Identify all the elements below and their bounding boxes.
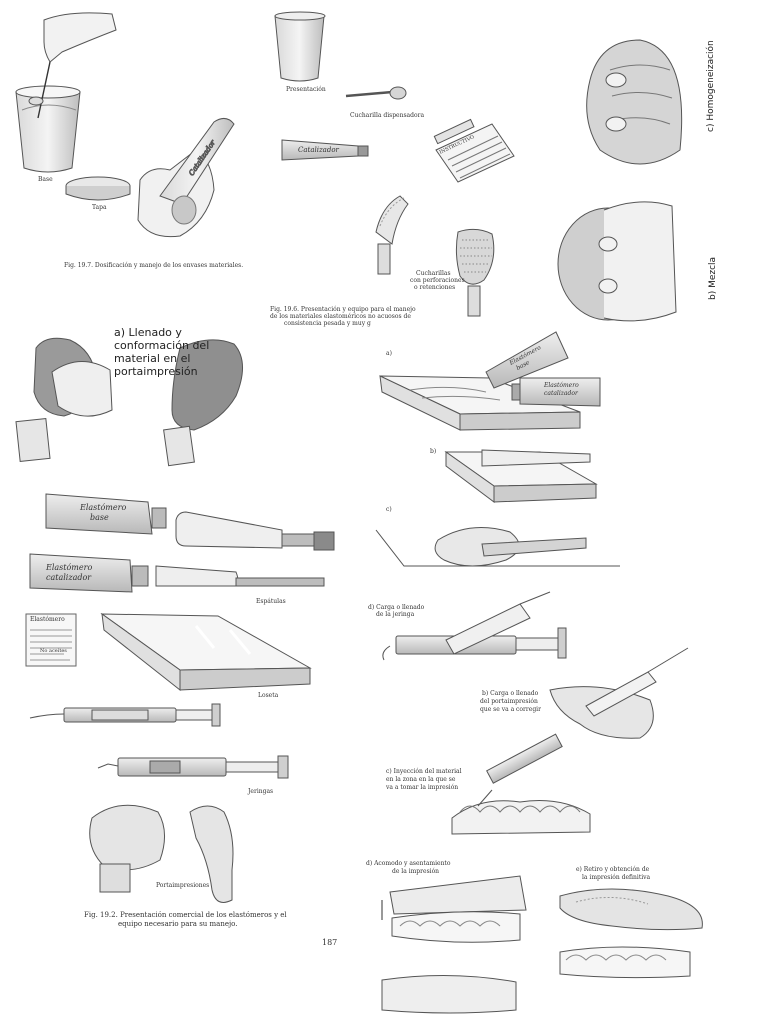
carga-porta-3: que se va a corregir bbox=[480, 706, 541, 713]
inyeccion-3: va a tomar la impresión bbox=[386, 784, 459, 791]
step-a-tube-cat-1: Elastómero bbox=[544, 382, 579, 389]
step-a-tubes bbox=[485, 331, 601, 407]
hand-with-tube: Catalizador bbox=[137, 118, 235, 238]
label-base: Base bbox=[38, 176, 53, 183]
tube-elastomero-catalizador bbox=[29, 553, 149, 593]
caption-fig-19-7: Fig. 19.7. Dosificación y manejo de los … bbox=[64, 262, 244, 269]
caption-fig-19-2-line2: equipo necesario para su manejo. bbox=[118, 920, 238, 928]
label-loseta: Loseta bbox=[258, 692, 279, 699]
catalyst-tube bbox=[281, 139, 369, 161]
label-catalizador: Catalizador bbox=[298, 146, 339, 154]
syringe-1 bbox=[29, 703, 221, 727]
label-tapa: Tapa bbox=[92, 204, 107, 211]
heading-llenado-1: a) Llenado y bbox=[114, 326, 182, 339]
carga-porta-1: b) Carga o llenado bbox=[482, 690, 539, 697]
inyeccion-1: c) Inyección del material bbox=[386, 768, 462, 775]
putty-filling-tray bbox=[15, 337, 113, 463]
inyeccion-2: en la zona en la que se bbox=[386, 776, 456, 783]
caption-fig-19-6-line2: de los materiales elastoméricos no acuos… bbox=[270, 313, 411, 320]
step-e-final-impression bbox=[559, 888, 703, 979]
jar bbox=[274, 11, 326, 82]
label-portaimpresiones: Portaimpresiones bbox=[156, 882, 210, 889]
tube-base-line2: base bbox=[90, 513, 109, 522]
step-d-syringe-loading bbox=[382, 591, 567, 661]
caption-fig-19-6-line1: Fig. 19.6. Presentación y equipo para el… bbox=[270, 306, 416, 313]
dispensing-spoon bbox=[345, 86, 407, 100]
spatula-large bbox=[175, 511, 335, 551]
heading-llenado-4: portaimpresión bbox=[114, 365, 198, 378]
leaflet-no-aceites: No aceites bbox=[40, 648, 67, 654]
step-c-injection bbox=[451, 733, 591, 835]
heading-llenado-2: conformación del bbox=[114, 339, 210, 352]
spatula-small bbox=[155, 565, 325, 587]
label-cucharillas-1: Cucharillas bbox=[416, 270, 451, 277]
step-a-tube-cat-2: catalizador bbox=[544, 390, 578, 397]
bottom-tray bbox=[381, 974, 517, 1014]
carga-jeringa-1: d) Carga o llenado bbox=[368, 604, 425, 611]
label-cucharilla: Cucharilla dispensadora bbox=[350, 112, 425, 119]
label-presentacion: Presentación bbox=[286, 86, 326, 93]
carga-jeringa-2: de la jeringa bbox=[376, 611, 415, 618]
carga-porta-2: del portaimpresión bbox=[480, 698, 538, 705]
label-cucharillas-2: con perforaciones bbox=[410, 277, 465, 284]
step-c-label: c) bbox=[386, 506, 392, 513]
retiro-2: la impresión definitiva bbox=[582, 874, 651, 881]
syringe-2 bbox=[97, 755, 289, 779]
mixing-slab bbox=[100, 612, 312, 692]
impression-tray-1 bbox=[89, 804, 165, 893]
hands-mixing bbox=[557, 201, 677, 322]
glass-with-hand bbox=[15, 12, 117, 173]
step-d-tray-seating bbox=[381, 875, 527, 943]
tube-base-line1: Elastómero bbox=[80, 503, 127, 512]
label-cucharillas-3: o retenciones bbox=[414, 284, 456, 291]
tube-cat-line1: Elastómero bbox=[46, 563, 93, 572]
step-c-mixing bbox=[375, 527, 620, 567]
label-jeringas: Jeringas bbox=[248, 788, 274, 795]
acomodo-1: d) Acomodo y asentamiento bbox=[366, 860, 451, 867]
label-homogeneizacion: c) Homogeneización bbox=[706, 40, 716, 132]
step-b-label: b) bbox=[430, 448, 437, 455]
heading-llenado-3: material en el bbox=[114, 352, 191, 365]
instruction-leaflet bbox=[25, 613, 77, 667]
caption-fig-19-6-line3: consistencia pesada y muy g bbox=[284, 320, 371, 327]
tube-elastomero-base bbox=[45, 493, 167, 535]
acomodo-2: de la impresión bbox=[392, 868, 440, 875]
perforated-tray-front bbox=[455, 228, 495, 317]
leaflet-title: Elastómero bbox=[30, 616, 65, 623]
label-espatulas: Espátulas bbox=[256, 598, 286, 605]
instruction-sheet bbox=[433, 118, 515, 183]
impression-tray-2 bbox=[189, 805, 234, 903]
caption-fig-19-2-line1: Fig. 19.2. Presentación comercial de los… bbox=[84, 911, 287, 919]
retiro-1: e) Retiro y obtención de bbox=[576, 866, 650, 873]
label-mezcla: b) Mezcla bbox=[708, 256, 718, 300]
perforated-tray-side bbox=[375, 195, 409, 275]
hands-homogenizing bbox=[586, 39, 683, 165]
lid bbox=[65, 176, 131, 201]
page-number: 187 bbox=[322, 938, 338, 947]
step-b-tray-loading bbox=[549, 647, 689, 739]
step-a-label: a) bbox=[386, 350, 392, 357]
step-b-slab bbox=[444, 449, 598, 503]
tube-cat-line2: catalizador bbox=[46, 573, 92, 582]
putty-formed-tray bbox=[163, 339, 243, 467]
